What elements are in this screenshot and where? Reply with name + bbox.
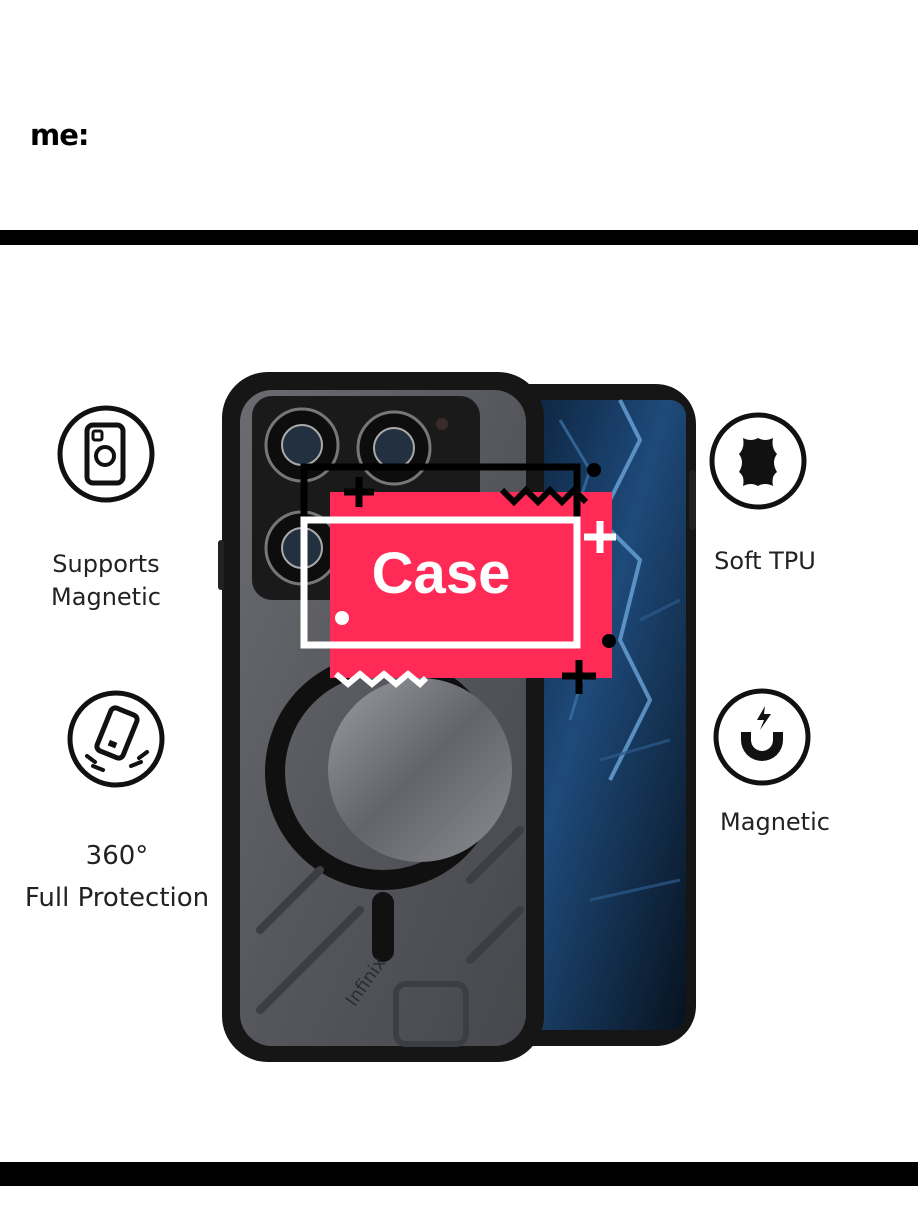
- case-sticker-label: Case: [371, 541, 511, 606]
- bottom-divider-bar: [0, 1162, 918, 1186]
- phone-magnet-icon: [57, 405, 155, 503]
- drop-protection-icon: [67, 690, 165, 788]
- caption-me: me:: [30, 118, 89, 152]
- horseshoe-magnet-icon: [713, 688, 811, 786]
- supports-magnetic-line2: Magnetic: [51, 583, 161, 611]
- top-divider-bar: [0, 230, 918, 245]
- phone-case-back: Infinix: [218, 372, 544, 1062]
- leather-hide-icon: [709, 412, 807, 510]
- case-sticker: [300, 463, 616, 694]
- protection-line1: 360°: [85, 841, 149, 871]
- supports-magnetic-label: Supports Magnetic: [20, 548, 192, 614]
- supports-magnetic-line1: Supports: [52, 550, 160, 578]
- soft-tpu-label: Soft TPU: [714, 547, 816, 575]
- protection-line2: Full Protection: [24, 883, 210, 913]
- protection-label: 360° Full Protection: [12, 835, 222, 919]
- magnetic-label: Magnetic: [720, 808, 830, 836]
